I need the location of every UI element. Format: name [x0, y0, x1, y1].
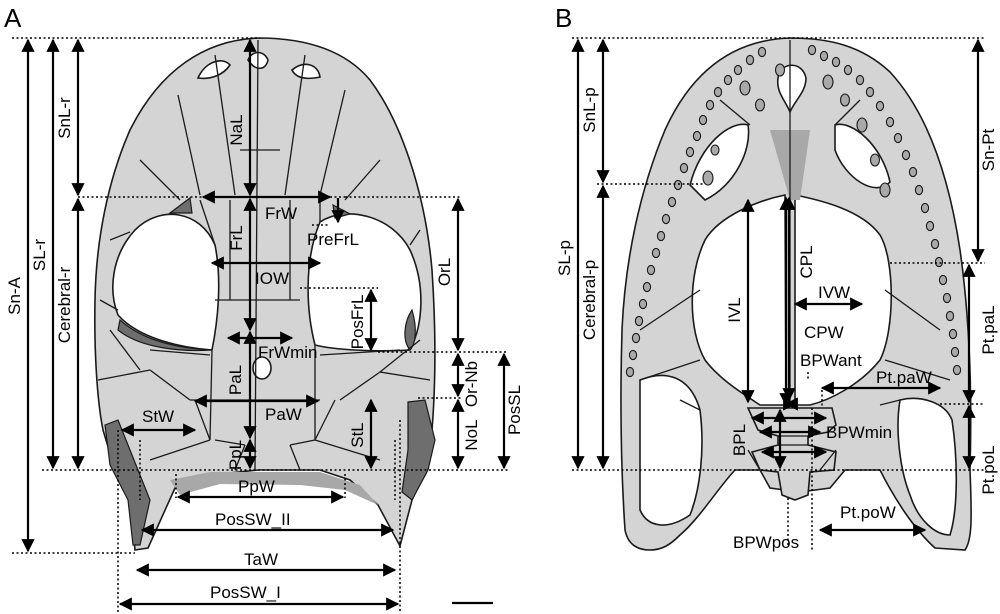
palatal-skull	[620, 37, 972, 551]
label-snl-r: SnL-r	[55, 97, 74, 139]
label-possw-ii: PosSW_II	[215, 510, 291, 529]
label-pt-pow: Pt.poW	[840, 503, 896, 522]
label-possl: PosSL	[505, 385, 524, 435]
label-prefrl: PreFrL	[307, 230, 359, 249]
right-temporal-region	[401, 399, 436, 501]
label-cpl: CPL	[797, 245, 816, 278]
panel-a: A	[4, 3, 524, 612]
label-stl: StL	[348, 422, 367, 448]
left-interpterygoid-vacuity	[691, 194, 787, 406]
label-pt-pal: Pt.paL	[979, 305, 998, 354]
panel-b-measurements	[571, 38, 985, 537]
right-choana	[834, 123, 891, 189]
label-stw: StW	[142, 407, 174, 426]
left-marginal-teeth	[625, 46, 786, 378]
label-bpwant: BPWant	[800, 351, 862, 370]
panel-b-letter: B	[555, 3, 572, 33]
panel-b: B	[555, 3, 998, 552]
label-or-nb: Or-Nb	[462, 361, 481, 407]
label-ppl: PpL	[226, 440, 245, 470]
label-frw: FrW	[265, 204, 297, 223]
right-naris	[291, 63, 321, 80]
label-ppw: PpW	[238, 477, 275, 496]
label-cpw: CPW	[804, 323, 844, 342]
label-bpwmin: BPWmin	[826, 423, 892, 442]
label-iow: IOW	[255, 269, 289, 288]
left-prefrontal-mark	[168, 196, 193, 214]
panel-a-labels: Sn-A SL-r SnL-r Cerebral-r NaL FrW FrL P…	[5, 97, 524, 602]
label-pt-pol: Pt.poL	[979, 445, 998, 494]
label-frwmin: FrWmin	[258, 343, 317, 362]
left-subtemporal-fenestra	[639, 374, 703, 526]
label-paw: PaW	[265, 405, 302, 424]
panel-a-letter: A	[4, 3, 22, 33]
label-bpwpos: BPWpos	[733, 533, 799, 552]
label-taw: TaW	[244, 550, 278, 569]
label-bpl: BPL	[730, 424, 749, 456]
right-marginal-teeth	[807, 44, 962, 376]
label-ivl: IVL	[725, 297, 744, 323]
label-nal: NaL	[227, 114, 246, 145]
left-naris	[196, 60, 232, 80]
palatal-fontanelle	[776, 64, 807, 115]
label-nol: NoL	[462, 419, 481, 450]
label-posfrl: PosFrL	[348, 295, 367, 350]
label-pt-paw: Pt.paW	[876, 368, 932, 387]
label-ivw: IVW	[818, 283, 850, 302]
label-orl: OrL	[435, 258, 454, 286]
dorsal-skull	[94, 37, 436, 551]
label-sl-p: SL-p	[555, 240, 574, 276]
label-frl: FrL	[227, 225, 246, 251]
label-snl-p: SnL-p	[580, 87, 599, 132]
right-orbit-rim	[404, 308, 416, 351]
panel-a-measurements	[21, 38, 511, 611]
label-sn-pt: Sn-Pt	[979, 128, 998, 171]
label-cerebral-r: Cerebral-r	[55, 266, 74, 343]
right-subtemporal-fenestra	[897, 397, 958, 536]
label-possw-i: PosSW_I	[210, 583, 281, 602]
label-pal: PaL	[226, 365, 245, 395]
label-sn-a: Sn-A	[5, 276, 24, 314]
posterior-margin-band	[170, 472, 378, 505]
label-cerebral-p: Cerebral-p	[580, 260, 599, 340]
label-sl-r: SL-r	[30, 239, 49, 271]
panel-b-labels: SnL-p SL-p Cerebral-p Sn-Pt CPL IVL IVW …	[555, 87, 998, 552]
